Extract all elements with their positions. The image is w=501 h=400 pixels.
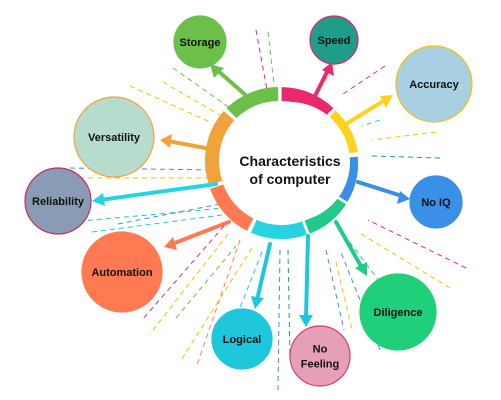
node-label-accuracy: Accuracy (409, 79, 459, 91)
node-circle-versatility (73, 96, 155, 178)
center-ring (205, 87, 359, 240)
ring-segment-orange (210, 184, 254, 231)
ring-segment-blue (335, 156, 359, 202)
ring-segment-teal (304, 196, 347, 234)
node-reliability: Reliability (24, 167, 92, 235)
node-circle-logical (211, 308, 273, 370)
center-title-line2: of computer (250, 171, 331, 187)
arrow-versatility (160, 134, 218, 152)
node-circle-no-iq (409, 175, 463, 229)
ring-segment-yellow (325, 110, 358, 155)
ring-segment-cyan (250, 219, 307, 240)
arrow-speed (313, 62, 334, 98)
arrow-no-feeling (299, 234, 313, 327)
node-logical: Logical (211, 308, 273, 370)
ring-segment-green (226, 87, 279, 119)
node-label-logical: Logical (223, 334, 262, 346)
node-circle-reliability (24, 167, 92, 235)
node-versatility: Versatility (73, 96, 155, 178)
node-automation: Automation (81, 231, 163, 313)
node-label-speed: Speed (317, 35, 350, 47)
arrows (92, 62, 410, 327)
node-label-diligence: Diligence (374, 307, 423, 319)
node-accuracy: Accuracy (395, 45, 473, 123)
decorative-dashed-rays (69, 29, 467, 391)
arrow-no-iq (356, 180, 410, 204)
node-circle-diligence (359, 273, 437, 351)
node-label-no-feeling-line1: No (313, 344, 328, 356)
node-circle-automation (81, 231, 163, 313)
node-label-no-feeling-line2: Feeling (301, 359, 340, 371)
arrow-logical (251, 242, 272, 309)
node-diligence: Diligence (359, 273, 437, 351)
node-label-no-iq: No IQ (421, 197, 451, 209)
node-label-versatility: Versatility (88, 132, 141, 144)
center-title-line1: Characteristics (239, 153, 340, 169)
center-node: Characteristics of computer (230, 102, 350, 222)
arrow-storage (210, 64, 251, 100)
node-label-automation: Automation (91, 267, 152, 279)
node-storage: Storage (173, 15, 227, 69)
arrow-diligence (334, 220, 367, 276)
node-circle-speed (309, 15, 359, 65)
node-speed: Speed (309, 15, 359, 65)
ring-segment-pink (281, 87, 334, 119)
node-circle-no-feeling (289, 325, 351, 387)
node-label-reliability: Reliability (32, 196, 85, 208)
node-circle-storage (173, 15, 227, 69)
arrow-automation (164, 220, 231, 250)
node-no-iq: No IQ (409, 175, 463, 229)
node-label-storage: Storage (180, 37, 221, 49)
arrow-reliability (92, 182, 218, 206)
node-circle-accuracy (395, 45, 473, 123)
arrow-accuracy (344, 95, 393, 126)
